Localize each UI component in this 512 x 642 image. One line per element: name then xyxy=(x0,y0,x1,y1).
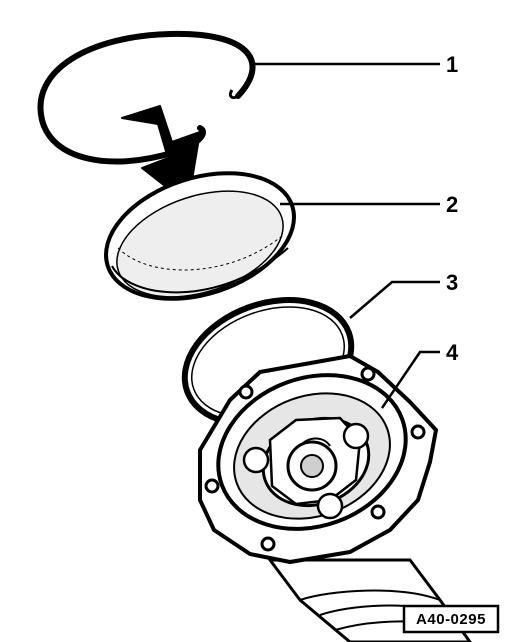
callout-3: 3 xyxy=(446,270,458,295)
joint-housing-part xyxy=(198,354,472,642)
protective-cap-part xyxy=(104,171,296,301)
callout-4: 4 xyxy=(446,340,459,365)
leader-line-4 xyxy=(380,350,440,409)
leader-line-3 xyxy=(349,280,440,319)
reference-code: A40-0295 xyxy=(416,611,486,628)
circlip-ring-part xyxy=(37,30,256,165)
callout-2: 2 xyxy=(446,192,458,217)
leader-lines xyxy=(250,62,440,409)
callout-1: 1 xyxy=(446,52,458,77)
reference-code-box: A40-0295 xyxy=(402,604,500,634)
